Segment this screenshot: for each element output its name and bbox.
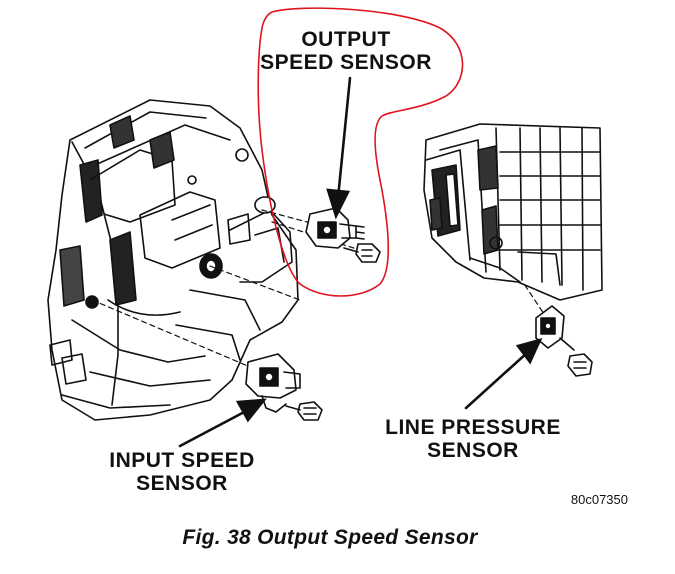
input-speed-sensor-label: INPUT SPEED SENSOR xyxy=(109,449,255,495)
transmission-case-left xyxy=(47,99,299,421)
line-pressure-arrow xyxy=(464,338,543,410)
transmission-case-right xyxy=(423,123,603,301)
red-highlight-outline xyxy=(257,7,464,297)
output-speed-sensor-label: OUTPUT SPEED SENSOR xyxy=(260,28,432,74)
line-pressure-sensor-part xyxy=(535,305,565,349)
input-sensor-bolt xyxy=(285,401,323,421)
line-pressure-sensor-label: LINE PRESSURE SENSOR xyxy=(385,416,561,462)
output-sensor-arrow xyxy=(326,76,352,220)
output-sensor-bolt xyxy=(343,243,381,263)
input-sensor-arrow xyxy=(178,398,267,448)
input-speed-sensor-part xyxy=(245,353,301,413)
figure-code: 80c07350 xyxy=(570,492,628,507)
line-pressure-bolt xyxy=(559,337,593,377)
figure-caption: Fig. 38 Output Speed Sensor xyxy=(182,526,478,549)
